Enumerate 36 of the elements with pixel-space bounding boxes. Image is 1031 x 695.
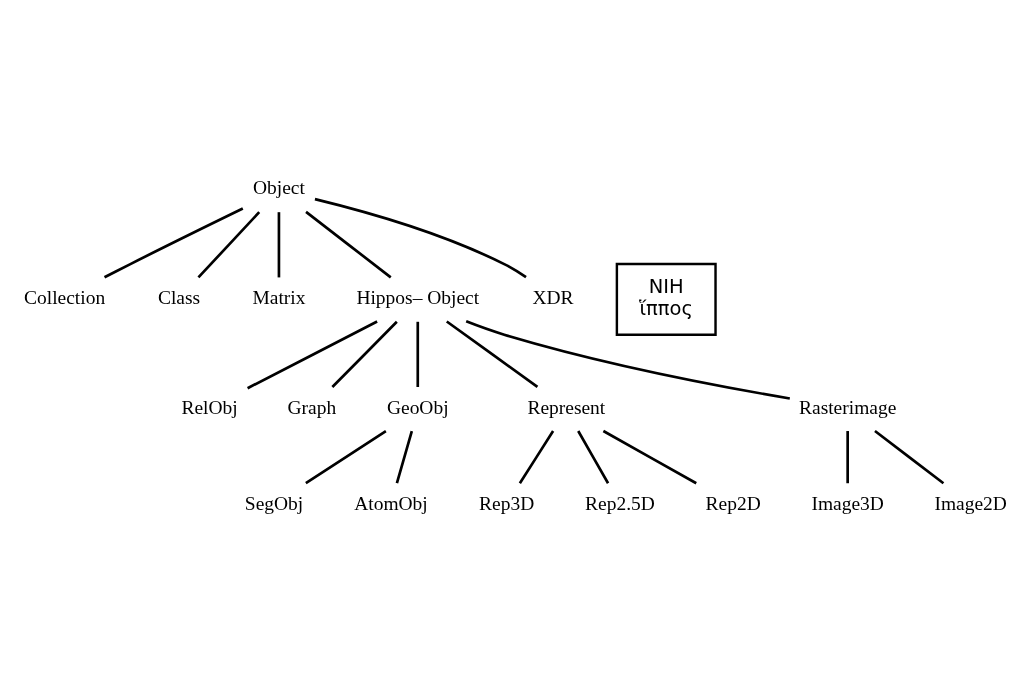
connector [247, 320, 378, 390]
connector [103, 207, 244, 279]
connector [465, 320, 791, 400]
node-text: Rep2.5D [585, 492, 655, 514]
node-text: Matrix [252, 287, 306, 309]
connector [577, 430, 610, 484]
node-text: Image2D [934, 492, 1007, 514]
connector [395, 430, 414, 484]
connector [846, 431, 849, 484]
connector [197, 211, 261, 279]
connector [305, 210, 392, 279]
node-text: SegObj [244, 492, 304, 514]
node-text: Image3D [811, 492, 884, 514]
node-text: Rep3D [479, 492, 535, 514]
node-text: Object [252, 177, 305, 199]
node-text: AtomObj [354, 492, 428, 514]
node-text: Graph [287, 396, 337, 418]
node-text: Hippos– Object [356, 287, 480, 309]
node-text: GeoObj [386, 396, 449, 418]
node-text: Rasterimage [799, 396, 897, 418]
node-text: Represent [527, 396, 606, 418]
node-text: XDR [532, 287, 574, 309]
node-text: RelObj [181, 396, 238, 418]
connector [602, 429, 697, 485]
node-box: NIH ἵππος [615, 262, 717, 336]
connector [874, 429, 945, 485]
connector [416, 321, 420, 387]
node-text: Collection [24, 287, 106, 309]
connector [305, 429, 387, 485]
connector [277, 212, 281, 278]
connector [331, 320, 398, 388]
connector [518, 430, 555, 484]
node-text: Class [157, 287, 201, 309]
connector [446, 320, 539, 388]
connector [314, 197, 527, 279]
node-text: Rep2D [705, 492, 761, 514]
